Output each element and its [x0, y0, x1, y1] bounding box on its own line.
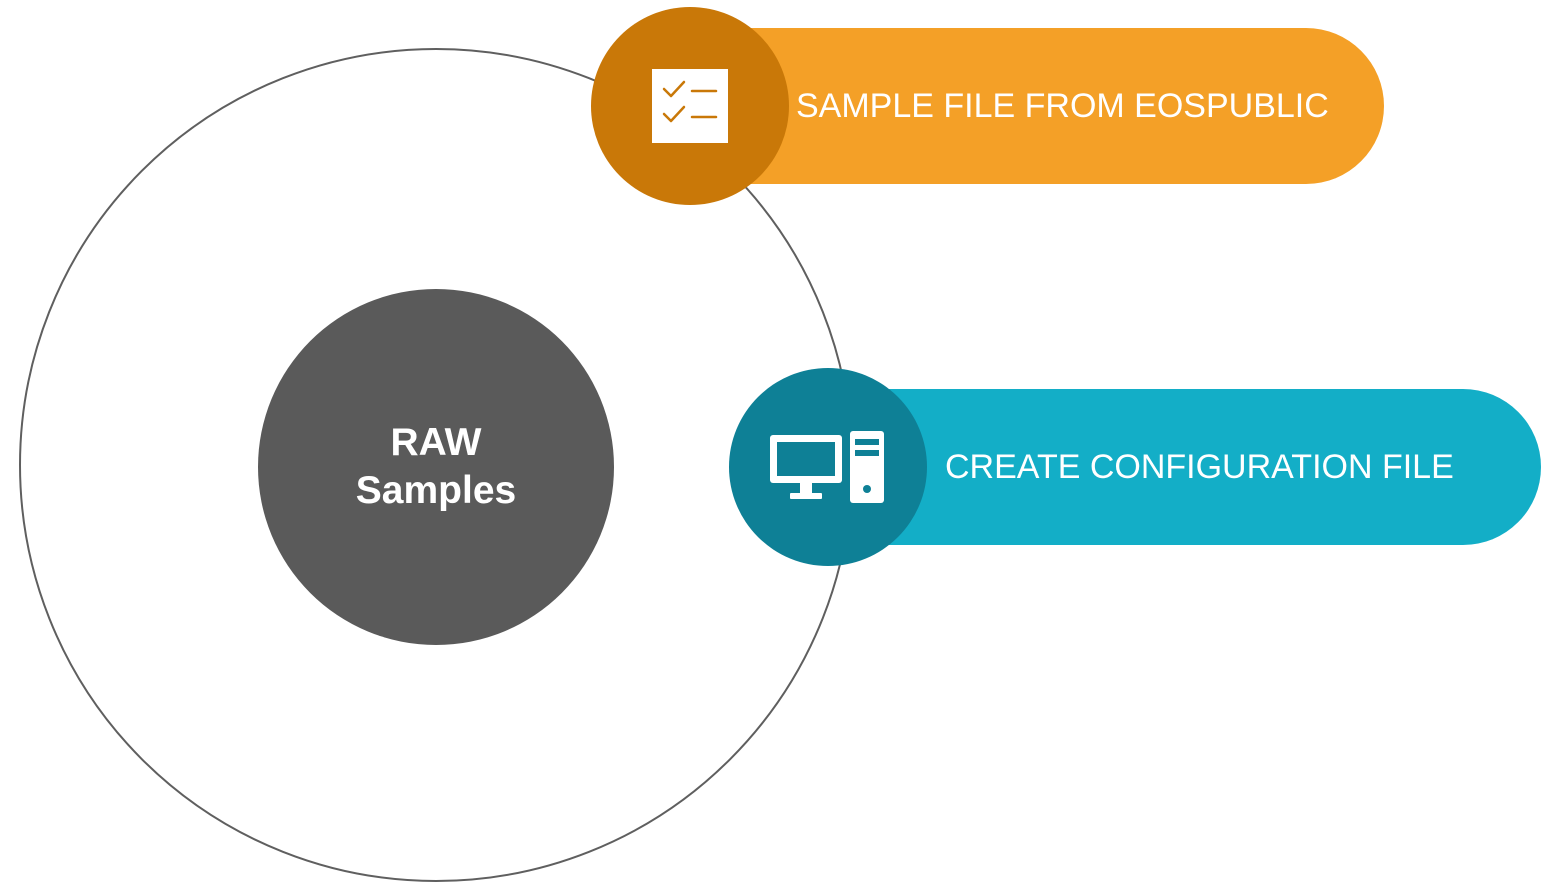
step-1-label: SAMPLE FILE FROM EOSPUBLIC — [796, 86, 1329, 125]
computer-icon — [770, 431, 884, 503]
checklist-icon — [652, 69, 728, 143]
center-title-line2: Samples — [355, 469, 517, 512]
center-title-line1: RAW — [390, 421, 482, 464]
step-1-icon-circle — [591, 7, 789, 205]
step-2-label: CREATE CONFIGURATION FILE — [945, 447, 1454, 486]
step-2-icon-circle — [729, 368, 927, 566]
center-circle: RAW Samples — [258, 289, 614, 645]
